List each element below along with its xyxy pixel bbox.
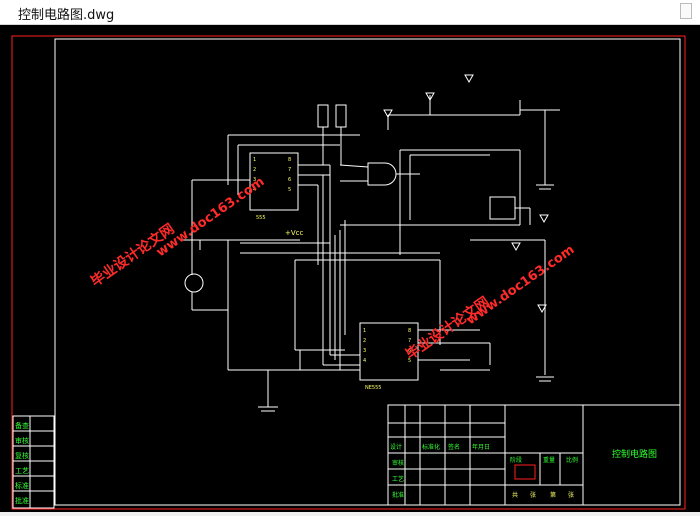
svg-text:6: 6 xyxy=(288,177,291,183)
svg-text:4: 4 xyxy=(363,358,366,364)
watermarks: 毕业设计论文网 www.doc163.com 毕业设计论文网 www.doc16… xyxy=(88,174,578,363)
left-table-row: 审核 xyxy=(15,436,29,445)
chip1-label: 555 xyxy=(256,215,266,221)
tb-page: 第 xyxy=(550,491,556,499)
svg-text:2: 2 xyxy=(363,338,366,344)
sheet-border xyxy=(11,35,686,510)
tb-header: 设计 xyxy=(390,443,402,451)
watermark-text: 毕业设计论文网 xyxy=(403,293,493,363)
window-restore-button[interactable] xyxy=(680,3,692,19)
tb-header: 标准化 xyxy=(422,443,440,451)
left-table-row: 备查 xyxy=(15,421,29,430)
svg-text:3: 3 xyxy=(253,177,256,183)
left-table-row: 批准 xyxy=(15,496,29,505)
tb-page: 共 xyxy=(512,491,518,499)
svg-text:1: 1 xyxy=(253,157,256,163)
svg-text:2: 2 xyxy=(253,167,256,173)
watermark-text: www.doc163.com xyxy=(154,174,268,260)
window-titlebar: 控制电路图.dwg xyxy=(0,0,700,25)
tb-row: 批准 xyxy=(392,491,404,499)
tb-page: 张 xyxy=(568,491,574,499)
tb-row: 工艺 xyxy=(392,475,404,483)
tb-header: 签名 xyxy=(448,443,460,451)
left-table-row: 工艺 xyxy=(15,467,29,475)
left-table-row: 复核 xyxy=(15,451,29,460)
tb-row: 审核 xyxy=(392,459,404,467)
svg-text:8: 8 xyxy=(408,328,411,334)
svg-text:6: 6 xyxy=(408,348,411,354)
cad-drawing-canvas[interactable]: 1 2 3 4 8 7 6 5 1 2 3 4 8 7 6 5 +Vcc 555 NE555 备查 审核… xyxy=(0,25,700,512)
circuit-wires xyxy=(180,74,560,412)
left-revision-table: 备查 审核 复核 工艺 标准 批准 xyxy=(12,415,55,509)
window-title: 控制电路图.dwg xyxy=(18,8,115,23)
svg-text:3: 3 xyxy=(363,348,366,354)
drawing-title: 控制电路图 xyxy=(612,448,657,460)
svg-text:5: 5 xyxy=(288,187,291,193)
svg-text:8: 8 xyxy=(288,157,291,163)
drawing-frame xyxy=(54,38,681,506)
tb-scale: 重量 xyxy=(543,456,555,464)
vcc-label: +Vcc xyxy=(285,229,304,237)
svg-text:7: 7 xyxy=(288,167,291,173)
pin-labels: 1 2 3 4 8 7 6 5 1 2 3 4 8 7 6 5 xyxy=(253,157,411,364)
title-block: 设计 标准化 签名 年月日 审核 工艺 批准 阶段 重量 比例 共 张 第 张 … xyxy=(387,404,681,506)
tb-header: 年月日 xyxy=(472,443,490,451)
svg-text:5: 5 xyxy=(408,358,411,364)
chip2-label: NE555 xyxy=(365,385,381,391)
tb-page: 张 xyxy=(530,491,536,499)
tb-scale: 阶段 xyxy=(510,456,522,464)
svg-text:1: 1 xyxy=(363,328,366,334)
svg-text:4: 4 xyxy=(253,187,256,193)
schematic-svg: 1 2 3 4 8 7 6 5 1 2 3 4 8 7 6 5 +Vcc 555 NE555 备查 审核… xyxy=(11,35,686,510)
left-table-row: 标准 xyxy=(15,481,29,490)
tb-scale: 比例 xyxy=(566,456,578,464)
watermark-text: www.doc163.com xyxy=(464,242,578,328)
svg-text:7: 7 xyxy=(408,338,411,344)
